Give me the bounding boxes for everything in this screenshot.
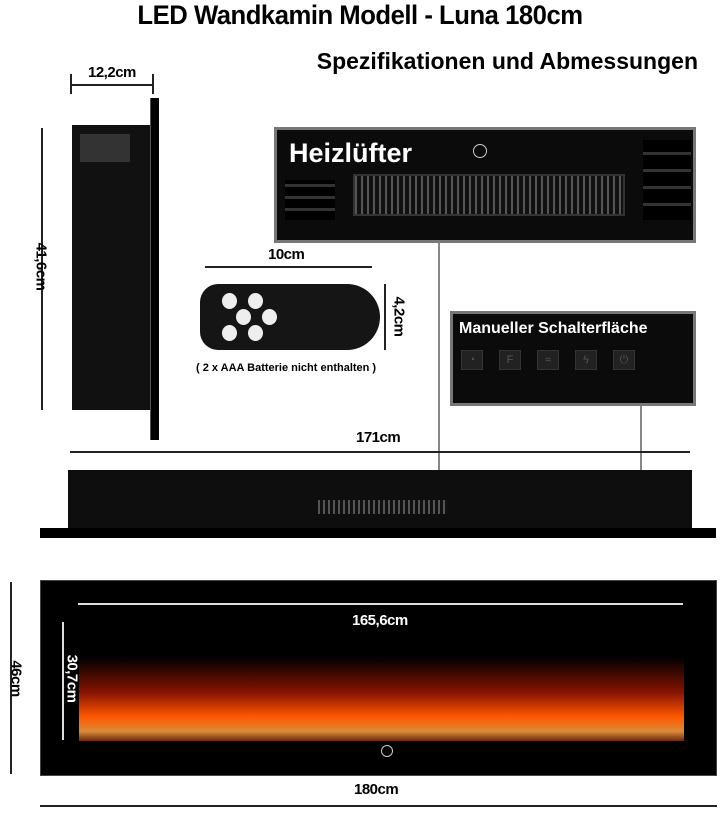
page-title: LED Wandkamin Modell - Luna 180cm: [137, 0, 583, 30]
logo-icon: [473, 144, 487, 158]
inner-width-line: [78, 603, 683, 605]
logo-icon: [381, 745, 393, 757]
remote-height-label: 4,2cm: [390, 296, 408, 337]
bottom-flange: [40, 528, 716, 538]
front-width-label: 180cm: [354, 781, 399, 798]
heat-icon: ≈: [537, 350, 559, 370]
battery-note: ( 2 x AAA Batterie nicht enthalten ): [196, 362, 377, 374]
heater-detail-box: Heizlüfter: [274, 127, 696, 243]
manual-panel-label: Manueller Schalterfläche: [459, 320, 648, 337]
flame-icon: ϟ: [575, 350, 597, 370]
side-depth-label: 12,2cm: [88, 64, 136, 81]
heater-label: Heizlüfter: [289, 138, 413, 168]
timer-icon: ◔: [461, 350, 483, 370]
front-height-line: [10, 582, 12, 774]
side-view-body: [72, 125, 150, 410]
remote-height-line: [384, 284, 386, 350]
page-subtitle: Spezifikationen und Abmessungen: [316, 48, 698, 74]
remote-control: [200, 284, 380, 350]
side-height-line: [41, 128, 43, 410]
bottom-view-body: [68, 470, 692, 528]
bottom-width-line: [70, 451, 690, 453]
side-vent: [80, 134, 130, 162]
bottom-width-label: 171cm: [356, 429, 401, 446]
side-slots: [643, 140, 691, 220]
side-front-plate: [150, 98, 159, 440]
dim-tick: [152, 74, 154, 94]
inner-height-label: 30,7cm: [63, 654, 81, 703]
side-depth-line: [70, 84, 152, 86]
remote-width-label: 10cm: [268, 246, 305, 263]
power-icon: ⏻: [613, 350, 635, 370]
dim-tick: [70, 74, 72, 94]
front-view: [40, 580, 717, 776]
bottom-vent: [318, 500, 448, 514]
side-height-label: 41,6cm: [32, 242, 50, 291]
manual-panel-box: Manueller Schalterfläche ◔ F ≈ ϟ ⏻: [450, 311, 696, 406]
front-height-label: 46cm: [7, 660, 25, 697]
panel-pointer-line: [640, 406, 642, 506]
heater-vent: [353, 174, 625, 216]
remote-width-line: [205, 266, 372, 268]
heater-pointer-line: [438, 243, 440, 511]
inner-height-line: [62, 622, 64, 740]
inner-width-label: 165,6cm: [352, 612, 408, 629]
function-button: F: [499, 350, 521, 370]
front-width-line: [40, 805, 717, 807]
side-slots: [285, 180, 335, 220]
flame-display: [79, 621, 684, 741]
